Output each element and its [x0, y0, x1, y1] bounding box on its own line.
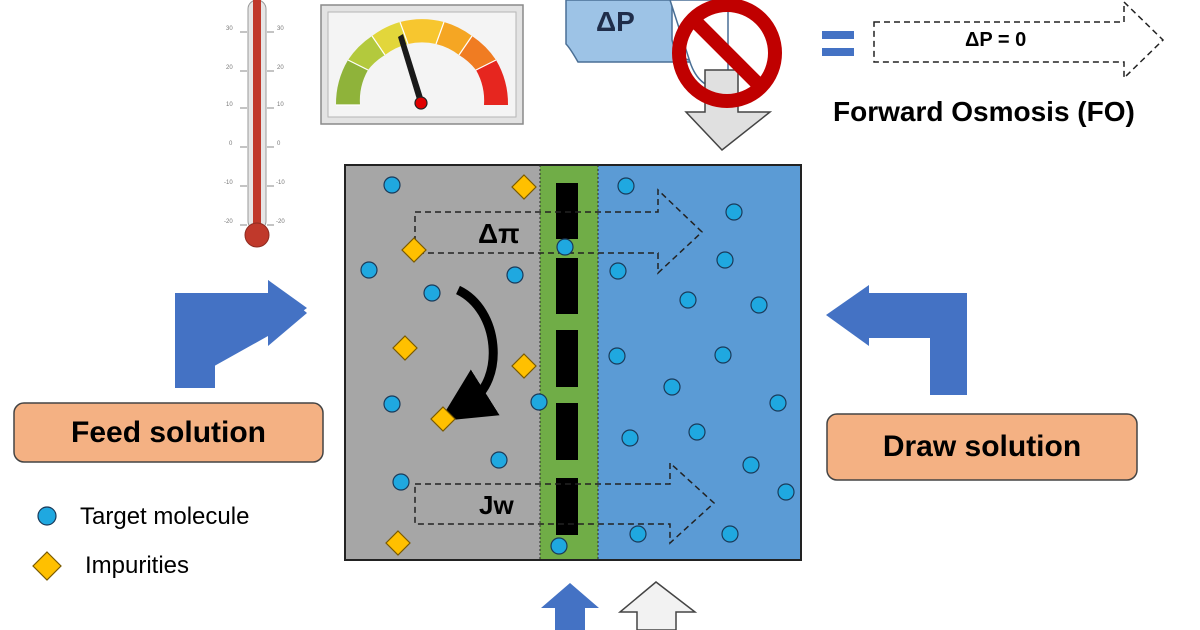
recirculation-arrow-icon — [439, 285, 500, 422]
legend-molecule-icon — [37, 506, 57, 526]
thermo-tick: -20 — [276, 219, 285, 225]
thermo-tick: 20 — [277, 65, 284, 71]
thermo-tick: 0 — [277, 141, 281, 147]
feed-compartment — [345, 165, 540, 560]
forward-osmosis-title: Forward Osmosis (FO) — [833, 96, 1135, 127]
feed-inlet-arrow-body — [175, 293, 268, 388]
delta-pi-label: Δπ — [478, 218, 520, 249]
thermo-tick: -10 — [224, 180, 233, 186]
thermo-tick: 30 — [277, 26, 284, 32]
legend-target-molecule: Target molecule — [80, 503, 250, 530]
cell-outline — [344, 164, 802, 561]
legend-impurity-icon — [32, 551, 62, 581]
no-sign-icon — [672, 0, 782, 108]
delta-p-label: ΔP — [596, 6, 635, 37]
bottom-blue-arrow-icon — [541, 583, 599, 630]
feed-solution-label: Feed solution — [71, 416, 266, 449]
osmotic-pressure-arrow-icon — [414, 188, 704, 275]
equals-icon — [822, 31, 854, 56]
membrane-pores — [556, 183, 578, 535]
impurities — [385, 174, 537, 556]
thermo-tick: -20 — [224, 219, 233, 225]
target-molecules — [360, 176, 795, 555]
thermometer-icon — [240, 0, 274, 248]
thermo-tick: 10 — [277, 102, 284, 108]
thermo-tick: 30 — [226, 26, 233, 32]
thermo-tick: 0 — [229, 141, 233, 147]
draw-solution-box — [826, 413, 1138, 481]
pressure-gauge-icon — [320, 4, 524, 125]
bottom-grey-arrow-icon — [617, 581, 698, 630]
thermo-tick: 20 — [226, 65, 233, 71]
thermo-tick: 10 — [226, 102, 233, 108]
feed-solution-box — [13, 402, 324, 463]
delta-p-zero-arrow-icon — [873, 0, 1165, 80]
delta-p-zero-label: ΔP = 0 — [965, 29, 1027, 51]
draw-solution-label: Draw solution — [882, 430, 1082, 463]
draw-compartment — [598, 165, 801, 560]
legend-impurities: Impurities — [85, 552, 190, 579]
thermo-tick: -10 — [276, 180, 285, 186]
draw-inlet-arrow-icon — [869, 293, 967, 395]
jw-label: Jw — [479, 490, 514, 520]
water-flux-arrow-icon — [414, 461, 716, 545]
